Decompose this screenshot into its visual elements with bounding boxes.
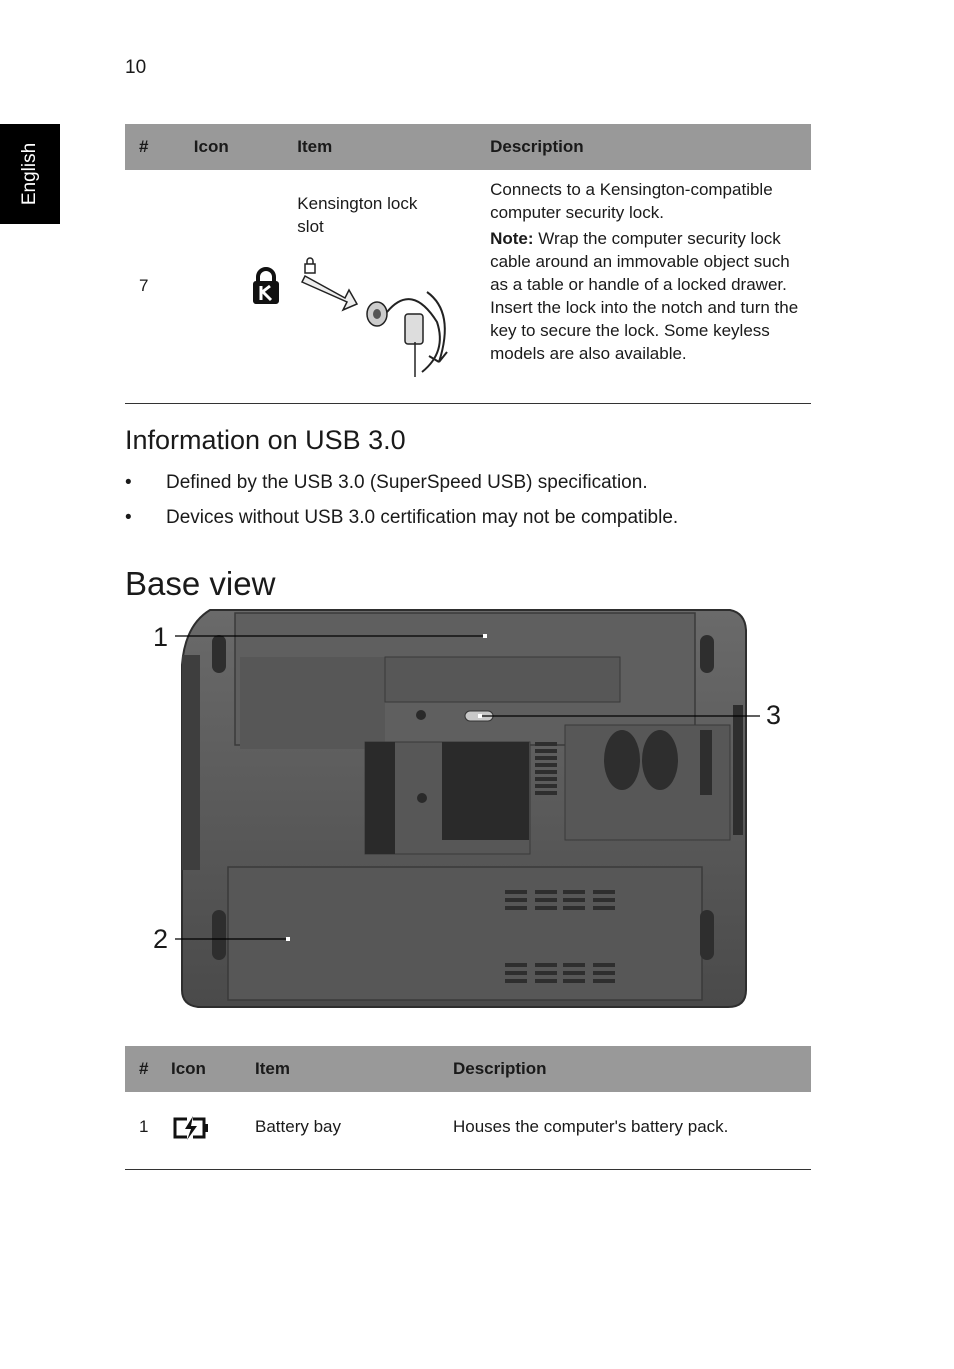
header-number: # [125,124,180,170]
battery-icon [173,1116,208,1140]
header-icon: Icon [157,1046,241,1092]
callout-1: 1 [153,622,169,652]
table-row: 7 Kensington lock slot Conn [125,170,811,404]
callout-2: 2 [153,924,169,954]
language-tab-label: English [19,142,40,206]
row-number: 1 [125,1092,157,1170]
row-description: Connects to a Kensington-compatible comp… [490,180,773,222]
header-icon: Icon [179,124,284,170]
row-item: Battery bay [241,1092,439,1170]
row-item: Kensington lock slot [297,194,418,236]
usb-section-heading: Information on USB 3.0 [125,425,406,455]
bullet-symbol: • [125,507,132,528]
callout-3: 3 [766,700,782,730]
table-header-row: # Icon Item Description [125,1046,811,1092]
header-number: # [125,1046,157,1092]
header-item: Item [283,124,477,170]
row-description: Houses the computer's battery pack. [439,1092,811,1170]
table-header-row: # Icon Item Description [125,124,811,170]
usb-bullet-list: •Defined by the USB 3.0 (SuperSpeed USB)… [125,470,825,540]
header-description: Description [439,1046,811,1092]
header-description: Description [476,124,811,170]
note-label: Note: [490,229,534,248]
bullet-symbol: • [125,472,132,493]
base-table: # Icon Item Description 1 Battery bay Ho… [125,1046,811,1170]
laptop-base-illustration [175,609,760,1008]
table-row: 1 Battery bay Houses the computer's batt… [125,1092,811,1170]
base-view-heading: Base view [125,565,276,602]
row-number: 7 [125,170,180,404]
page-number: 10 [125,57,147,78]
header-item: Item [241,1046,439,1092]
language-tab: English [0,124,60,224]
ports-table: # Icon Item Description 7 Kensington loc… [125,124,811,404]
kensington-lock-illustration [301,257,449,377]
list-item: •Defined by the USB 3.0 (SuperSpeed USB)… [125,470,825,505]
list-item: •Devices without USB 3.0 certification m… [125,505,825,540]
note-text: Wrap the computer security lock cable ar… [490,229,799,363]
kensington-lock-icon [252,267,279,305]
